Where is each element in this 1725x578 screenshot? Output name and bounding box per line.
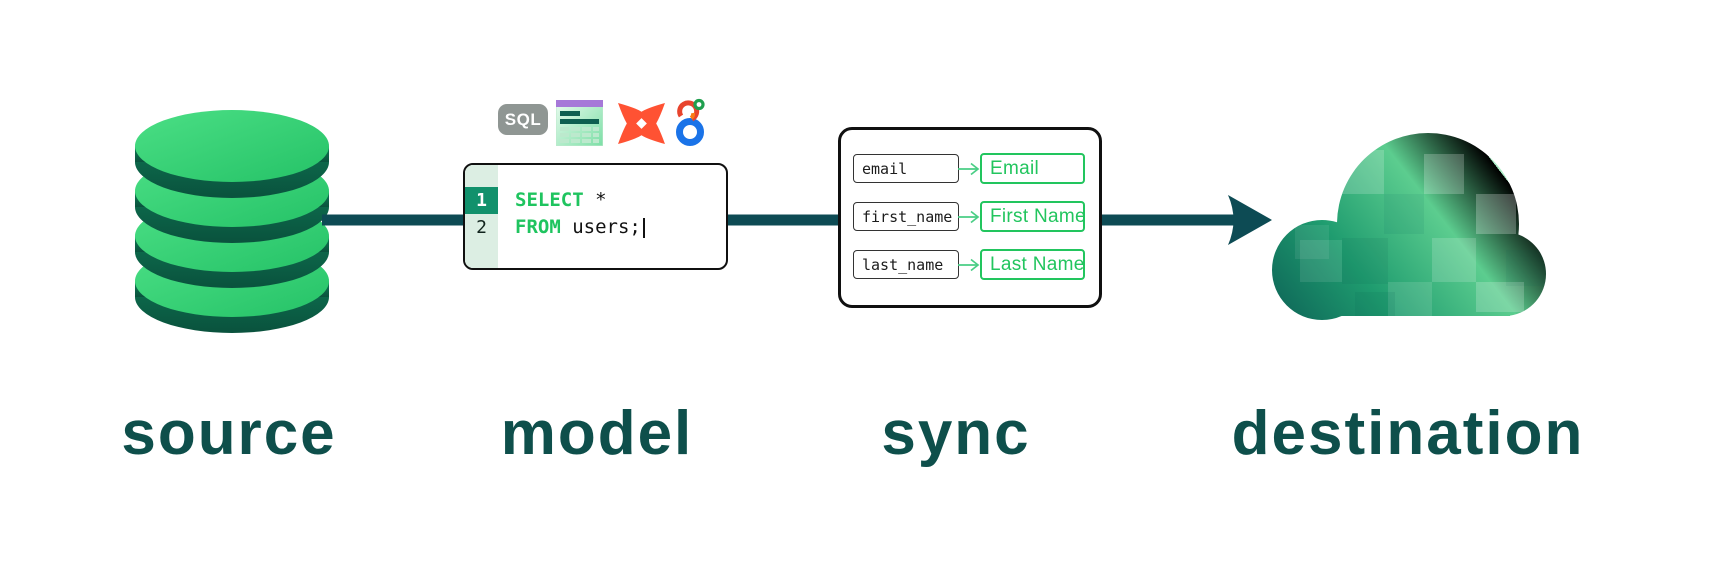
database-icon — [135, 110, 329, 333]
destination-field-box[interactable]: Email — [980, 153, 1085, 184]
code-line-1: SELECT * — [515, 187, 645, 214]
dbt-icon — [618, 102, 665, 145]
sql-text: users; — [560, 216, 641, 238]
code-line-2: FROM users; — [515, 214, 645, 241]
source-field-box[interactable]: last_name — [853, 250, 959, 279]
sql-keyword: SELECT — [515, 189, 584, 211]
label-model: model — [500, 399, 694, 468]
spreadsheet-icon — [556, 100, 603, 146]
looker-icon — [676, 98, 705, 146]
flow-arrowhead-icon — [1228, 195, 1272, 245]
label-sync: sync — [881, 399, 1031, 468]
mapping-row-first-name: first_name First Name — [841, 201, 1099, 232]
sql-code-block: 1 2 SELECT * FROM users; — [463, 163, 728, 270]
line-number-1: 1 — [465, 187, 498, 214]
sql-text: * — [583, 189, 607, 211]
destination-field-box[interactable]: First Name — [980, 201, 1086, 232]
mapping-row-email: email Email — [841, 153, 1099, 184]
mapping-arrow-icon — [958, 210, 980, 224]
label-destination: destination — [1231, 399, 1585, 468]
mapping-arrow-icon — [958, 162, 980, 176]
line-number-gutter: 1 2 — [465, 165, 498, 268]
cloud-icon — [1272, 133, 1546, 320]
source-field-box[interactable]: first_name — [853, 202, 959, 231]
sync-mapping-panel: email Email first_name First Name last_n… — [838, 127, 1102, 308]
label-source: source — [121, 399, 337, 468]
destination-field-box[interactable]: Last Name — [980, 249, 1085, 280]
sql-keyword: FROM — [515, 216, 561, 238]
sql-badge: SQL — [498, 104, 548, 135]
code-area[interactable]: SELECT * FROM users; — [498, 165, 645, 268]
text-cursor — [642, 217, 645, 238]
mapping-arrow-icon — [958, 258, 980, 272]
source-field-box[interactable]: email — [853, 154, 959, 183]
mapping-row-last-name: last_name Last Name — [841, 249, 1099, 280]
line-number-2: 2 — [476, 217, 487, 238]
